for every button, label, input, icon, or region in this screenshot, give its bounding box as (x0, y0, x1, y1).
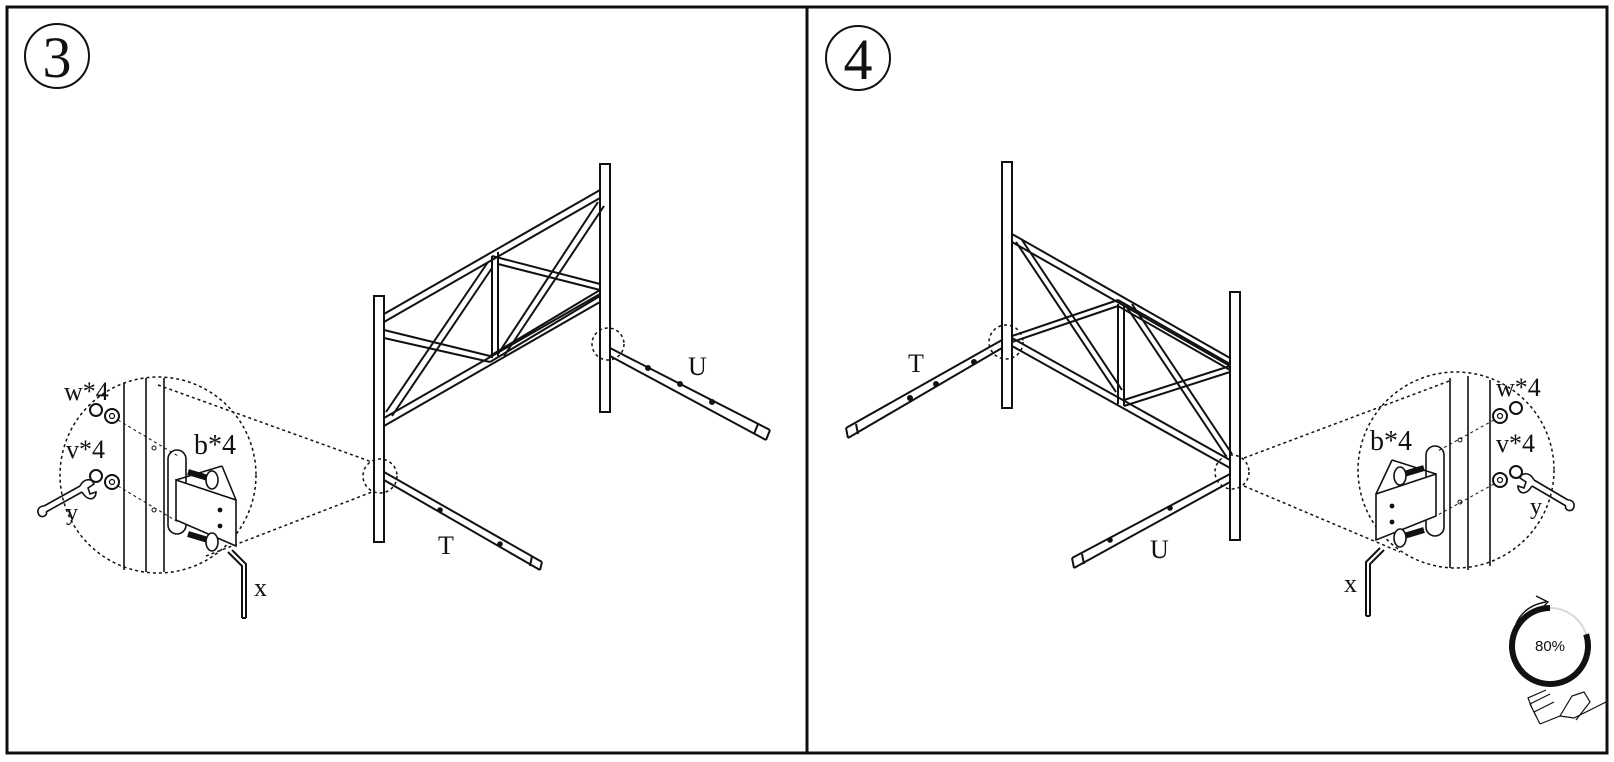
step-4-panel: 4 (825, 25, 1575, 617)
hand-icon (1527, 689, 1607, 725)
step-4-washer-top (1492, 408, 1508, 424)
step-4-rail-t (845, 339, 1003, 439)
step-3-label-wrench: y (66, 500, 78, 526)
allen-key-icon (1365, 547, 1385, 617)
step-3-label-allen-key: x (254, 573, 267, 602)
step-3-bolt-top (187, 469, 219, 490)
step-3-left-post (373, 295, 385, 543)
progress-label: 80% (1535, 638, 1565, 655)
step-4-joint-callout-front (1214, 454, 1250, 490)
step-3-nut-bottom (89, 469, 103, 483)
step-3-joint-callout-back (591, 327, 625, 361)
step-3-detail-magnifier (59, 376, 257, 574)
step-3-label-spring-washer: v*4 (66, 435, 105, 464)
step-4-label-rail-back: T (908, 349, 924, 378)
step-4-right-post (1229, 291, 1241, 541)
step-4-number: 4 (844, 27, 873, 92)
step-3-label-bolt: b*4 (194, 430, 236, 461)
wrench-icon (1517, 472, 1575, 512)
step-4-label-rail-front: U (1150, 535, 1169, 564)
step-4-washer-bottom (1492, 472, 1508, 488)
step-4-label-bolt: b*4 (1370, 426, 1412, 457)
step-4-footboard (1001, 161, 1241, 541)
progress-arrow-icon (1515, 595, 1550, 625)
step-4-nut-top (1509, 401, 1523, 415)
step-3-number: 3 (43, 25, 72, 90)
progress-ring-fill (1509, 605, 1591, 687)
step-3-right-post (599, 163, 611, 413)
step-4-left-post (1001, 161, 1013, 409)
step-4-detail-magnifier (1357, 371, 1555, 570)
step-3-washer-bottom (104, 474, 120, 490)
allen-key-icon (227, 549, 247, 619)
step-4-label-wrench: y (1530, 494, 1542, 520)
step-4-rail-u (1071, 473, 1231, 569)
panel-step-4-frame (805, 5, 1609, 755)
step-3-nut-top (89, 403, 103, 417)
step-4-label-allen-key: x (1344, 569, 1357, 598)
step-3-number-circle (24, 23, 90, 89)
step-4-joint-callout-back (988, 324, 1024, 360)
step-4-nut-bottom (1509, 465, 1523, 479)
step-3-rail-t (383, 471, 543, 571)
step-3-joint-callout-front (362, 458, 398, 494)
step-4-bolt-top (1393, 465, 1425, 486)
step-4-label-spring-washer: v*4 (1496, 429, 1535, 458)
step-3-rail-u (609, 347, 771, 441)
step-3-panel: 3 (24, 23, 771, 619)
progress-indicator: 80% (1509, 595, 1607, 725)
step-3-label-rail-front: T (438, 531, 454, 560)
step-3-bolt-bottom (187, 531, 219, 552)
step-3-label-rail-back: U (688, 352, 707, 381)
wrench-icon (37, 478, 97, 518)
step-3-headboard (373, 163, 611, 543)
step-3-label-washer-nut: w*4 (64, 377, 109, 406)
step-4-bolt-bottom (1393, 527, 1425, 548)
step-4-number-circle (825, 25, 891, 91)
step-4-label-washer-nut: w*4 (1496, 373, 1541, 402)
step-3-washer-top (104, 408, 120, 424)
